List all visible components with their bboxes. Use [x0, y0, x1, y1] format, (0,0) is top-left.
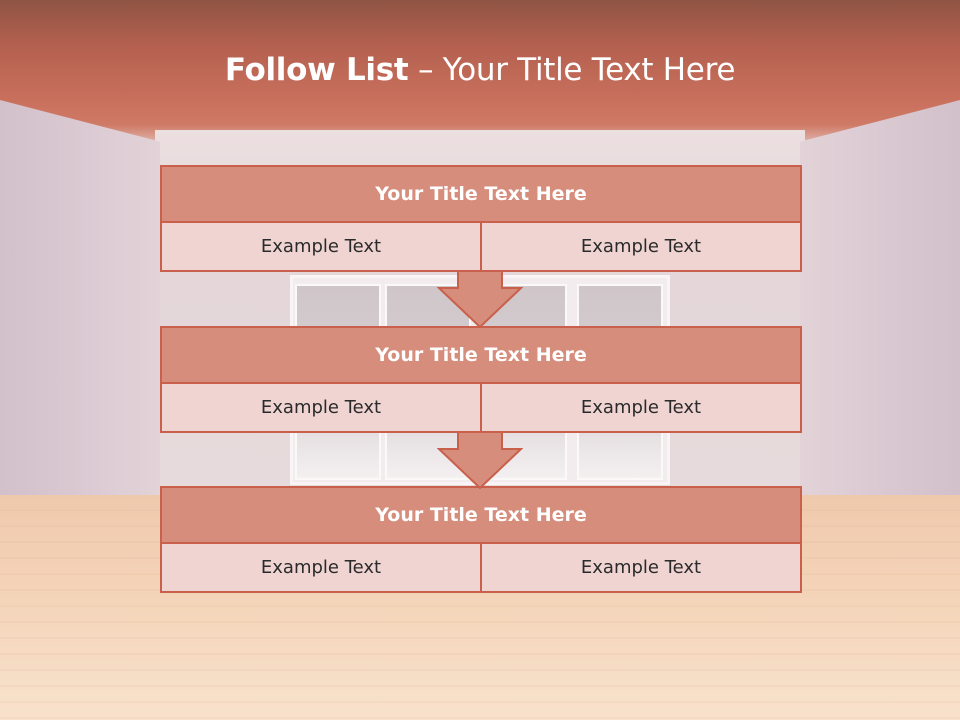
down-arrow-icon: [437, 270, 523, 328]
block-title: Your Title Text Here: [160, 326, 802, 384]
list-block-1: Your Title Text Here Example Text Exampl…: [160, 165, 802, 272]
block-row: Example Text Example Text: [160, 544, 802, 593]
block-cell-left: Example Text: [160, 384, 482, 433]
block-cell-right: Example Text: [482, 384, 802, 433]
title-bold: Follow List: [224, 52, 409, 88]
slide-title: Follow List – Your Title Text Here: [0, 52, 960, 88]
block-row: Example Text Example Text: [160, 223, 802, 272]
block-row: Example Text Example Text: [160, 384, 802, 433]
block-title: Your Title Text Here: [160, 486, 802, 544]
block-title: Your Title Text Here: [160, 165, 802, 223]
down-arrow-icon: [437, 431, 523, 489]
block-cell-right: Example Text: [482, 223, 802, 272]
block-cell-left: Example Text: [160, 223, 482, 272]
block-cell-left: Example Text: [160, 544, 482, 593]
list-block-2: Your Title Text Here Example Text Exampl…: [160, 326, 802, 433]
list-block-3: Your Title Text Here Example Text Exampl…: [160, 486, 802, 593]
block-cell-right: Example Text: [482, 544, 802, 593]
title-rest: – Your Title Text Here: [408, 52, 736, 88]
